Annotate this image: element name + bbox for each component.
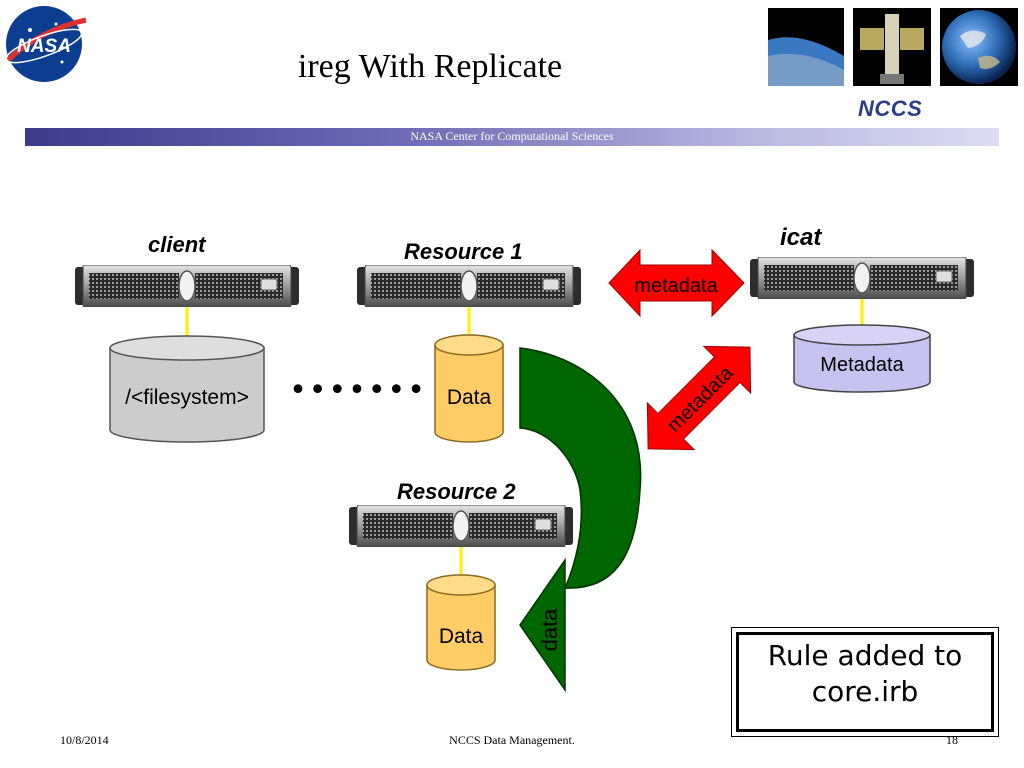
data-arrow-label: data — [537, 608, 562, 652]
metadata-horizontal-arrow — [608, 248, 745, 318]
rule-callout-box: Rule added to core.irb — [731, 627, 999, 737]
resource2-data-cylinder: Data — [426, 574, 496, 671]
client-label: client — [148, 232, 206, 257]
icat-server — [750, 257, 974, 299]
slide-title: ireg With Replicate — [297, 48, 563, 85]
resource1-server — [357, 265, 581, 307]
nccs-brand-label: NCCS — [858, 96, 923, 121]
footer-title: NCCS Data Management. — [449, 733, 575, 747]
nasa-logo-text: NASA — [17, 36, 71, 57]
icat-label: icat — [780, 224, 822, 251]
resource1-data-label: Data — [447, 386, 492, 409]
earth-horizon-photo — [768, 8, 844, 86]
resource2-server — [349, 505, 573, 547]
metadata-cylinder: Metadata — [793, 324, 931, 393]
metadata-diagonal-arrow — [646, 345, 752, 451]
space-shuttle-photo — [853, 8, 931, 86]
resource1-label: Resource 1 — [404, 239, 523, 264]
rule-callout-line2: core.irb — [811, 675, 919, 708]
resource2-data-label: Data — [439, 625, 484, 648]
nasa-logo: NASA — [5, 6, 87, 82]
resource2-label: Resource 2 — [397, 479, 516, 504]
metadata-horizontal-label: metadata — [634, 275, 718, 297]
rule-callout-text: Rule added to core.irb — [732, 638, 998, 710]
filesystem-cylinder: /<filesystem> — [109, 335, 265, 443]
ellipsis-dots: ••••••• — [289, 373, 427, 408]
header-banner-text: NASA Center for Computational Sciences — [410, 129, 614, 143]
resource1-data-cylinder: Data — [434, 334, 504, 443]
client-server — [75, 265, 299, 307]
earth-globe-photo — [940, 8, 1018, 86]
footer-page-number: 18 — [946, 733, 958, 747]
rule-callout-inner-border — [736, 632, 994, 732]
filesystem-label: /<filesystem> — [125, 386, 249, 409]
metadata-label: Metadata — [820, 354, 904, 376]
header-banner: NASA Center for Computational Sciences — [25, 128, 999, 146]
rule-callout-line1: Rule added to — [767, 639, 963, 672]
footer-date: 10/8/2014 — [60, 733, 109, 747]
data-replication-arrow — [519, 347, 642, 693]
